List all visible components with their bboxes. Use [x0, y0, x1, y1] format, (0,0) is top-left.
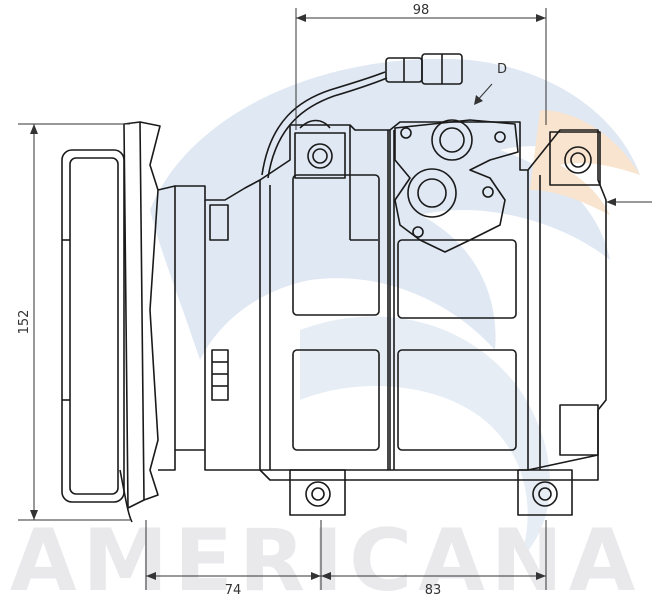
dim-74-label: 74 — [225, 583, 242, 598]
eagle-wing-shape — [150, 58, 640, 361]
port-label-d: D — [497, 62, 507, 77]
port-bolt-4 — [482, 186, 494, 198]
arrow-152-bottom — [30, 510, 38, 520]
port-arrow-head — [474, 95, 483, 105]
watermark-text: AMERICANA — [10, 511, 641, 600]
cylinder-right-lower-window — [397, 349, 517, 451]
arrow-74-right — [311, 572, 321, 580]
mount-foot-bottom-right-hole-inner — [538, 487, 552, 501]
arrow-98-right — [536, 14, 546, 22]
front-housing-tab — [211, 349, 229, 401]
eagle-neck-shape — [300, 316, 550, 560]
arrow-152-top — [30, 124, 38, 134]
pulley-face — [61, 149, 125, 503]
mount-ear-top-left-hole-inner — [312, 148, 328, 164]
dim-83-label: 83 — [425, 583, 442, 598]
port-upper-inner — [439, 127, 465, 153]
watermark: AMERICANA — [10, 58, 641, 600]
port-bolt-2 — [494, 131, 506, 143]
port-lower-inner — [417, 178, 447, 208]
side-arrow-head — [606, 198, 616, 206]
mount-ear-top-left-hole-outer — [307, 143, 333, 169]
port-upper-outer — [431, 119, 473, 161]
mount-foot-bottom-left-hole-outer — [305, 481, 331, 507]
cylinder-left-section — [259, 124, 391, 471]
arrow-83-right — [536, 572, 546, 580]
mount-foot-bottom-left — [289, 469, 346, 516]
pulley-rim — [123, 121, 145, 509]
mount-foot-bottom-left-plate — [289, 469, 346, 516]
port-lower-outer — [407, 168, 457, 218]
port-manifold — [394, 119, 519, 253]
mount-foot-bottom-right — [517, 469, 573, 516]
wire-loop — [299, 119, 331, 129]
pulley-inner-face — [69, 157, 119, 495]
mount-foot-bottom-right-hole-outer — [532, 481, 558, 507]
arrow-83-left — [321, 572, 331, 580]
front-housing-boss — [209, 204, 229, 241]
mount-ear-rear-hole-outer — [564, 146, 592, 174]
compressor — [61, 53, 607, 523]
mount-ear-rear-plate — [549, 131, 601, 186]
port-manifold-plate — [394, 119, 519, 253]
port-bolt-1 — [400, 127, 412, 139]
rear-head-tab — [559, 404, 599, 456]
mount-foot-bottom-left-hole-inner — [311, 487, 325, 501]
wire-1 — [261, 71, 386, 176]
dim-98-label: 98 — [413, 3, 430, 18]
mount-foot-bottom-right-plate — [517, 469, 573, 516]
arrow-74-left — [146, 572, 156, 580]
dimension-lines — [18, 8, 652, 590]
base-line — [259, 455, 599, 481]
mount-ear-rear — [549, 131, 601, 186]
pulley-lower-edge — [119, 469, 133, 523]
mount-ear-rear-hole-inner — [570, 152, 586, 168]
clutch-pulley — [61, 121, 176, 523]
arrowheads — [30, 14, 616, 580]
dim-152-label: 152 — [17, 310, 32, 335]
cylinder-left-upper-window — [292, 174, 380, 316]
mount-ear-top-left-plate — [294, 132, 346, 179]
wiring-harness — [261, 53, 463, 179]
arrow-98-left — [296, 14, 306, 22]
mount-ear-top-left — [294, 132, 346, 179]
port-bolt-3 — [412, 226, 424, 238]
pulley-groove — [139, 121, 161, 501]
wire-2 — [267, 77, 388, 179]
clutch-hub — [157, 185, 176, 471]
cylinder-left-lower-window — [292, 349, 380, 451]
cylinder-right-upper-window — [397, 239, 517, 319]
